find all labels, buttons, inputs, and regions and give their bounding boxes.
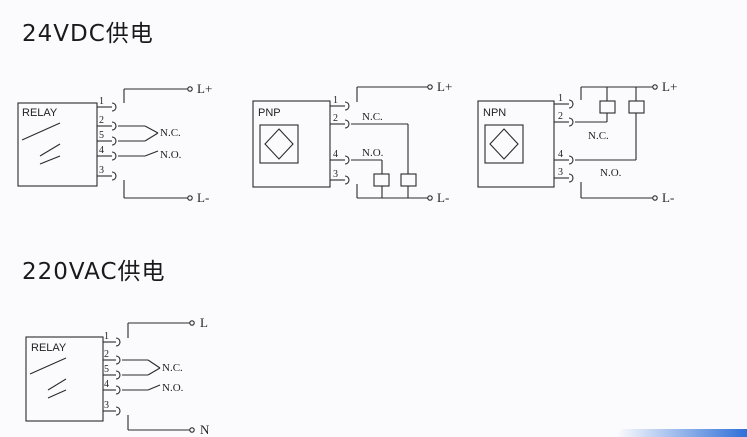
ac-section-title: 220VAC供电 [22,259,166,285]
dc-relay-l-minus: L- [197,190,209,205]
relay-no-label: N.O. [160,149,182,161]
ac-relay-box [25,336,104,422]
ac-pin-4: 4 [104,379,109,390]
pin-5-label: 5 [99,130,104,141]
pnp-pin-1: 1 [333,95,338,106]
npn-pin-3: 3 [558,167,563,178]
pin-1-label: 1 [99,96,104,107]
corner-accent [617,429,747,437]
npn-sensor-symbol-icon [484,124,524,164]
npn-no-label: N.O. [600,167,622,179]
pin-3-label: 3 [99,165,104,176]
npn-l-minus: L- [662,190,674,205]
pnp-no-label: N.O. [362,147,384,159]
pnp-load-no-icon [373,173,390,187]
npn-box-label: NPN [483,107,506,119]
pnp-pin-4: 4 [333,149,338,160]
pnp-box-label: PNP [258,107,281,119]
pnp-load-nc-icon [400,173,417,187]
ac-pin-5: 5 [104,364,109,375]
sensor-symbol-icon [259,124,299,164]
ac-pin-3: 3 [104,400,109,411]
ac-relay-box-label: RELAY [31,342,67,354]
relay-box [17,102,98,187]
dc-npn-circuit: NPN 1 2 4 3 N.C. N.O. L+ L- [477,79,677,205]
sensor-diamond-icon [264,128,294,160]
ac-pin-2: 2 [104,349,109,360]
ac-no-label: N.O. [162,382,184,394]
relay-box-label: RELAY [22,107,58,119]
npn-l-plus: L+ [662,79,677,94]
pnp-nc-label: N.C. [362,111,383,123]
ac-relay-circuit: RELAY 1 2 5 4 3 N.C. N.O. L N [25,315,210,437]
pnp-pin-2: 2 [333,113,338,124]
pnp-pin-3: 3 [333,169,338,180]
ac-nc-label: N.C. [162,362,183,374]
dc-relay-l-plus: L+ [197,81,212,96]
pin-2-label: 2 [99,115,104,126]
pnp-box [252,100,331,188]
dc-section-title: 24VDC供电 [22,21,154,47]
npn-load-nc-icon [599,100,616,114]
ac-pin-1: 1 [104,331,109,342]
ac-l-label: L [200,315,208,330]
pnp-l-plus: L+ [437,79,452,94]
npn-nc-label: N.C. [588,130,609,142]
ac-n-label: N [200,422,210,437]
dc-relay-circuit: RELAY 1 2 5 4 3 N.C. N [17,81,212,205]
pnp-l-minus: L- [437,190,449,205]
npn-box [477,100,555,188]
npn-sensor-diamond-icon [489,128,519,160]
npn-pin-2: 2 [558,111,563,122]
dc-pnp-circuit: PNP 1 2 4 3 N.C. N.O. L+ [252,79,452,205]
pin-4-label: 4 [99,145,104,156]
relay-nc-label: N.C. [160,127,181,139]
npn-load-no-icon [628,100,645,114]
npn-pin-1: 1 [558,93,563,104]
npn-pin-4: 4 [558,149,563,160]
